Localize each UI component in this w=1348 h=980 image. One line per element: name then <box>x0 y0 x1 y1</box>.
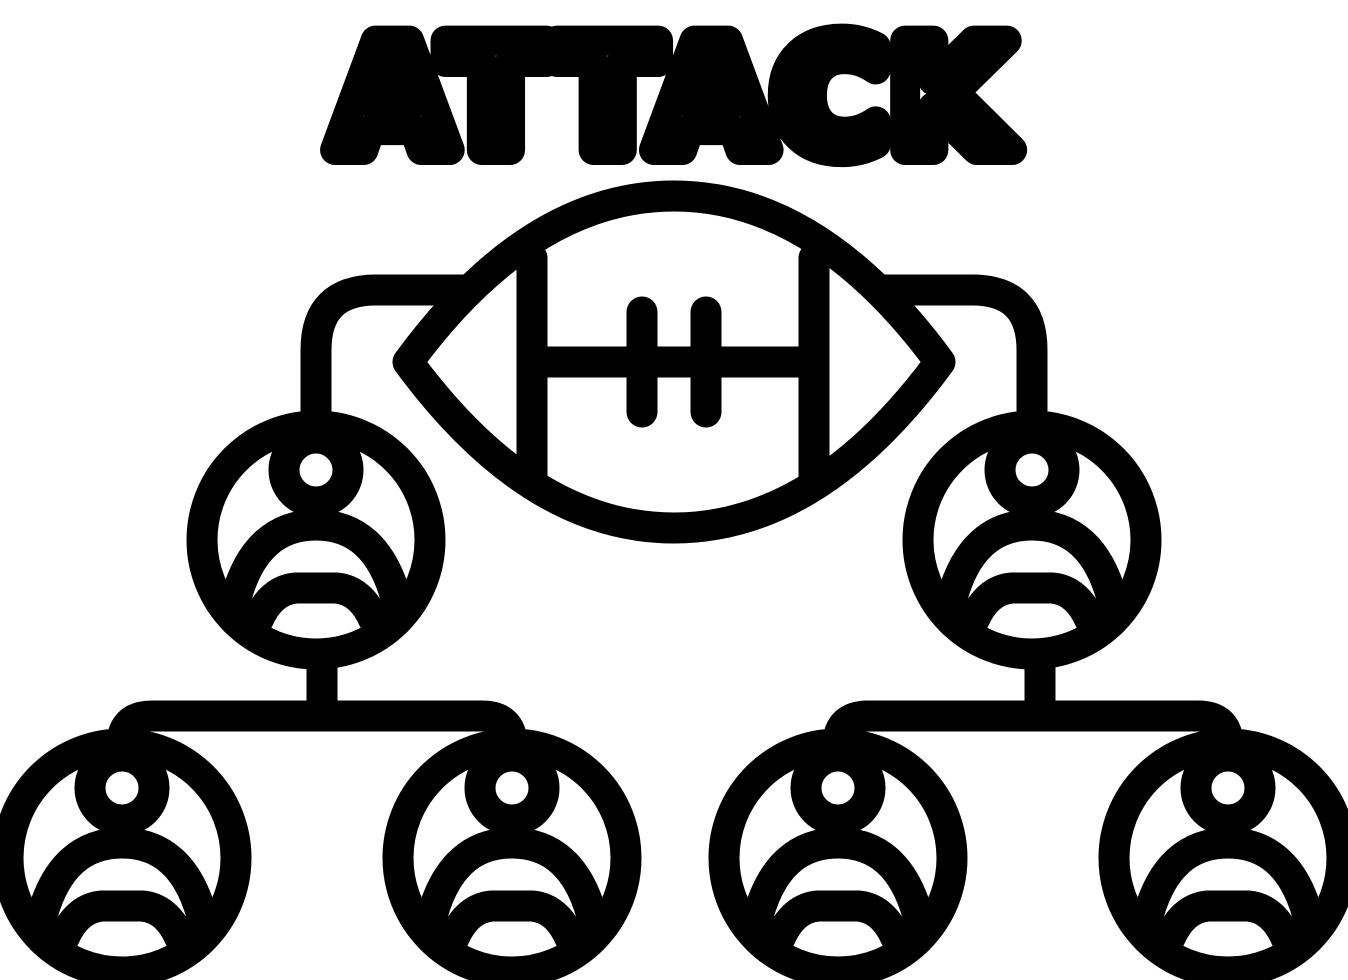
user-icon <box>1114 744 1342 972</box>
page-title: ATTACK <box>334 12 1013 186</box>
user-icon <box>724 744 952 972</box>
user-icon <box>202 426 430 654</box>
american-football-icon <box>392 180 956 544</box>
ball-connectors <box>300 274 1048 426</box>
user-icon <box>398 744 626 972</box>
user-icon <box>8 744 236 972</box>
user-icon <box>918 426 1146 654</box>
team-connectors <box>106 652 1244 761</box>
